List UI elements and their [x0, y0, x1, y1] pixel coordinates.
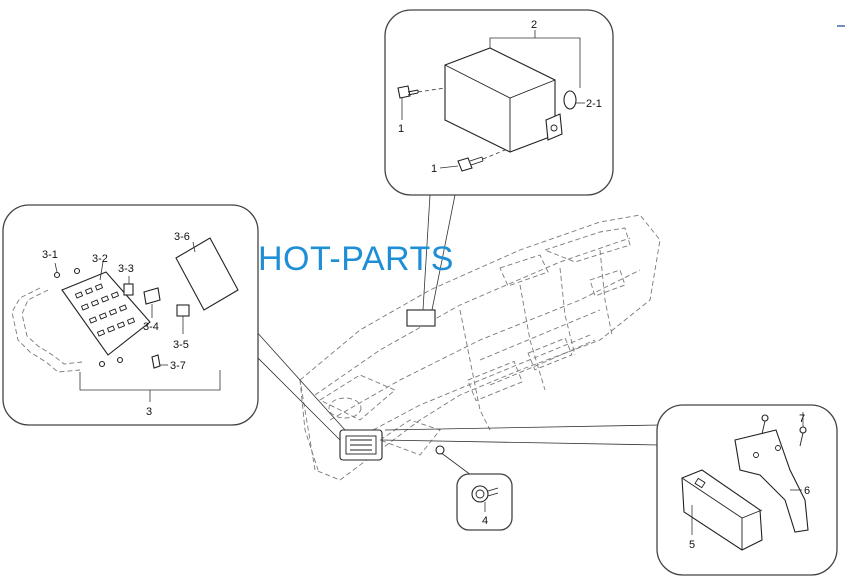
- callout-ecu-module: 2 2-1 1 1: [384, 9, 614, 196]
- dashboard-assembly: [299, 214, 661, 481]
- relay-3-3: [123, 283, 134, 296]
- callout-control-unit: 7 6 5: [656, 404, 838, 576]
- label-3-2: 3-2: [92, 253, 108, 265]
- label-3-1: 3-1: [42, 249, 58, 261]
- screw-3-1: [53, 271, 61, 279]
- leader-line-2: [422, 194, 431, 311]
- leader-line-2b: [431, 194, 456, 311]
- screw-3-1c: [98, 360, 106, 368]
- label-4: 4: [482, 515, 488, 527]
- callout-fuse-box: 3-1 3-2 3-3 3-4 3-5 3-6 3-7 3: [2, 204, 259, 426]
- label-3-7: 3-7: [170, 360, 186, 372]
- label-1-top: 1: [398, 123, 404, 135]
- switch-location: [435, 445, 445, 455]
- label-3: 3: [146, 406, 152, 418]
- clip-3-7: [151, 354, 161, 369]
- ecu-mount-location: [406, 309, 436, 327]
- label-5: 5: [689, 539, 695, 551]
- callout-switch: 4: [435, 445, 513, 531]
- label-6: 6: [804, 485, 810, 497]
- switch-body: [471, 485, 489, 503]
- label-3-3: 3-3: [118, 263, 134, 275]
- leader-line-3: [254, 329, 346, 431]
- bolt-1-top: [397, 85, 419, 99]
- fuse-box-3-2: [61, 271, 151, 356]
- label-sheet-3-6: [175, 237, 239, 311]
- relay-3-5: [176, 304, 190, 317]
- screw-7a: [761, 414, 769, 435]
- label-1-bottom: 1: [431, 163, 437, 175]
- label-3-5: 3-5: [173, 339, 189, 351]
- screw-3-1d: [116, 356, 124, 364]
- screw-3-1b: [73, 267, 81, 275]
- relay-3-4: [143, 287, 161, 305]
- label-3-6: 3-6: [174, 231, 190, 243]
- grommet-2-1: [563, 90, 577, 110]
- watermark-text: HOT-PARTS: [258, 240, 454, 278]
- fuse-box-location: [339, 429, 383, 461]
- bolt-1-bottom: [457, 156, 484, 172]
- label-2: 2: [531, 19, 537, 31]
- mount-bracket: [545, 113, 563, 141]
- leader-line-5b: [384, 424, 661, 431]
- label-7: 7: [799, 413, 805, 425]
- label-2-1: 2-1: [586, 98, 602, 110]
- leader-line-3b: [244, 344, 341, 441]
- fuse-grid: [74, 283, 136, 337]
- label-3-4: 3-4: [143, 321, 159, 333]
- leader-line-5: [379, 439, 661, 446]
